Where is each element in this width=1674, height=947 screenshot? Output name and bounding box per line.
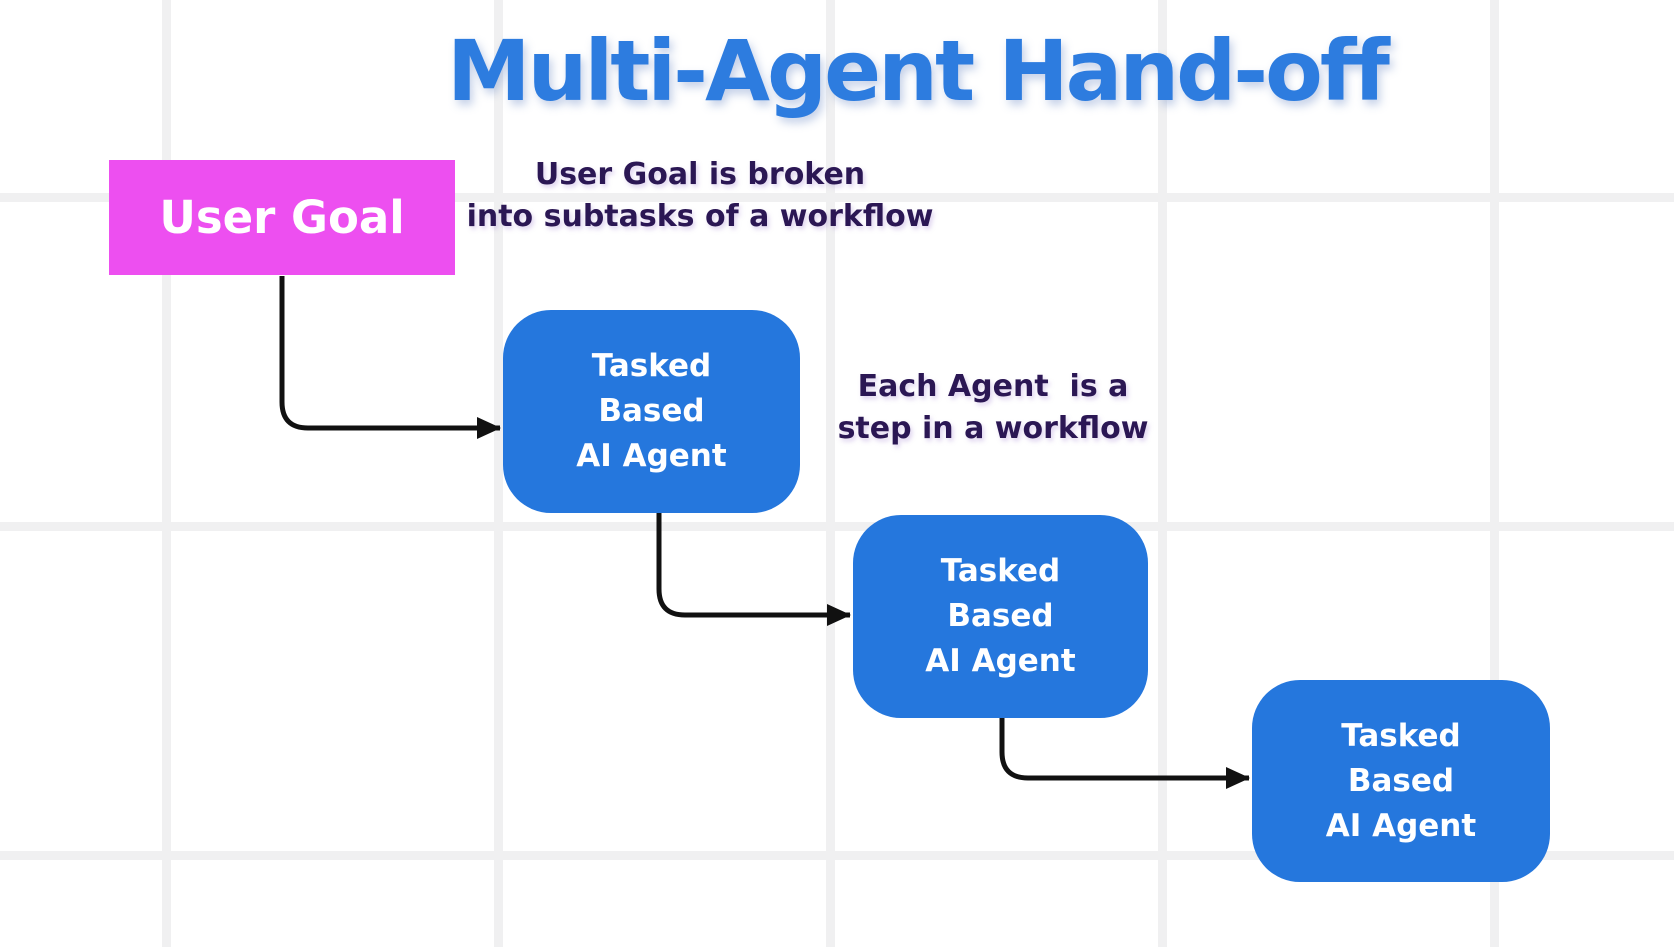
agent-box-3: Tasked Based AI Agent [1252, 680, 1550, 882]
arrow-user-goal-to-agent1 [279, 276, 501, 439]
arrow-agent2-to-agent3 [999, 718, 1250, 789]
user-goal-box: User Goal [109, 160, 455, 275]
agent-box-line: AI Agent [1325, 807, 1477, 844]
agent-box-label: Tasked Based AI Agent [925, 549, 1075, 684]
annotation-line: into subtasks of a workflow [466, 199, 934, 234]
user-goal-label: User Goal [159, 191, 405, 244]
annotation-user-goal: User Goal is broken into subtasks of a w… [440, 154, 960, 238]
agent-box-line: Tasked [1341, 717, 1461, 754]
annotation-each-agent: Each Agent is a step in a workflow [740, 366, 1246, 450]
agent-box-2: Tasked Based AI Agent [853, 515, 1148, 718]
agent-box-line: Tasked [591, 348, 712, 384]
annotation-line: step in a workflow [837, 411, 1149, 446]
agent-box-line: Based [1347, 762, 1455, 799]
annotation-line: Each Agent is a [857, 369, 1129, 404]
annotation-line: User Goal is broken [534, 157, 866, 192]
agent-box-label: Tasked Based AI Agent [576, 344, 726, 479]
agent-box-line: Based [598, 393, 705, 429]
agent-box-label: Tasked Based AI Agent [1326, 714, 1476, 849]
arrow-agent1-to-agent2 [656, 513, 851, 626]
agent-box-line: AI Agent [576, 438, 727, 474]
agent-box-1: Tasked Based AI Agent [503, 310, 800, 513]
diagram-title: Multi-Agent Hand-off [447, 22, 1390, 120]
agent-box-line: AI Agent [925, 643, 1076, 679]
agent-box-line: Based [947, 598, 1054, 634]
agent-box-line: Tasked [940, 553, 1061, 589]
